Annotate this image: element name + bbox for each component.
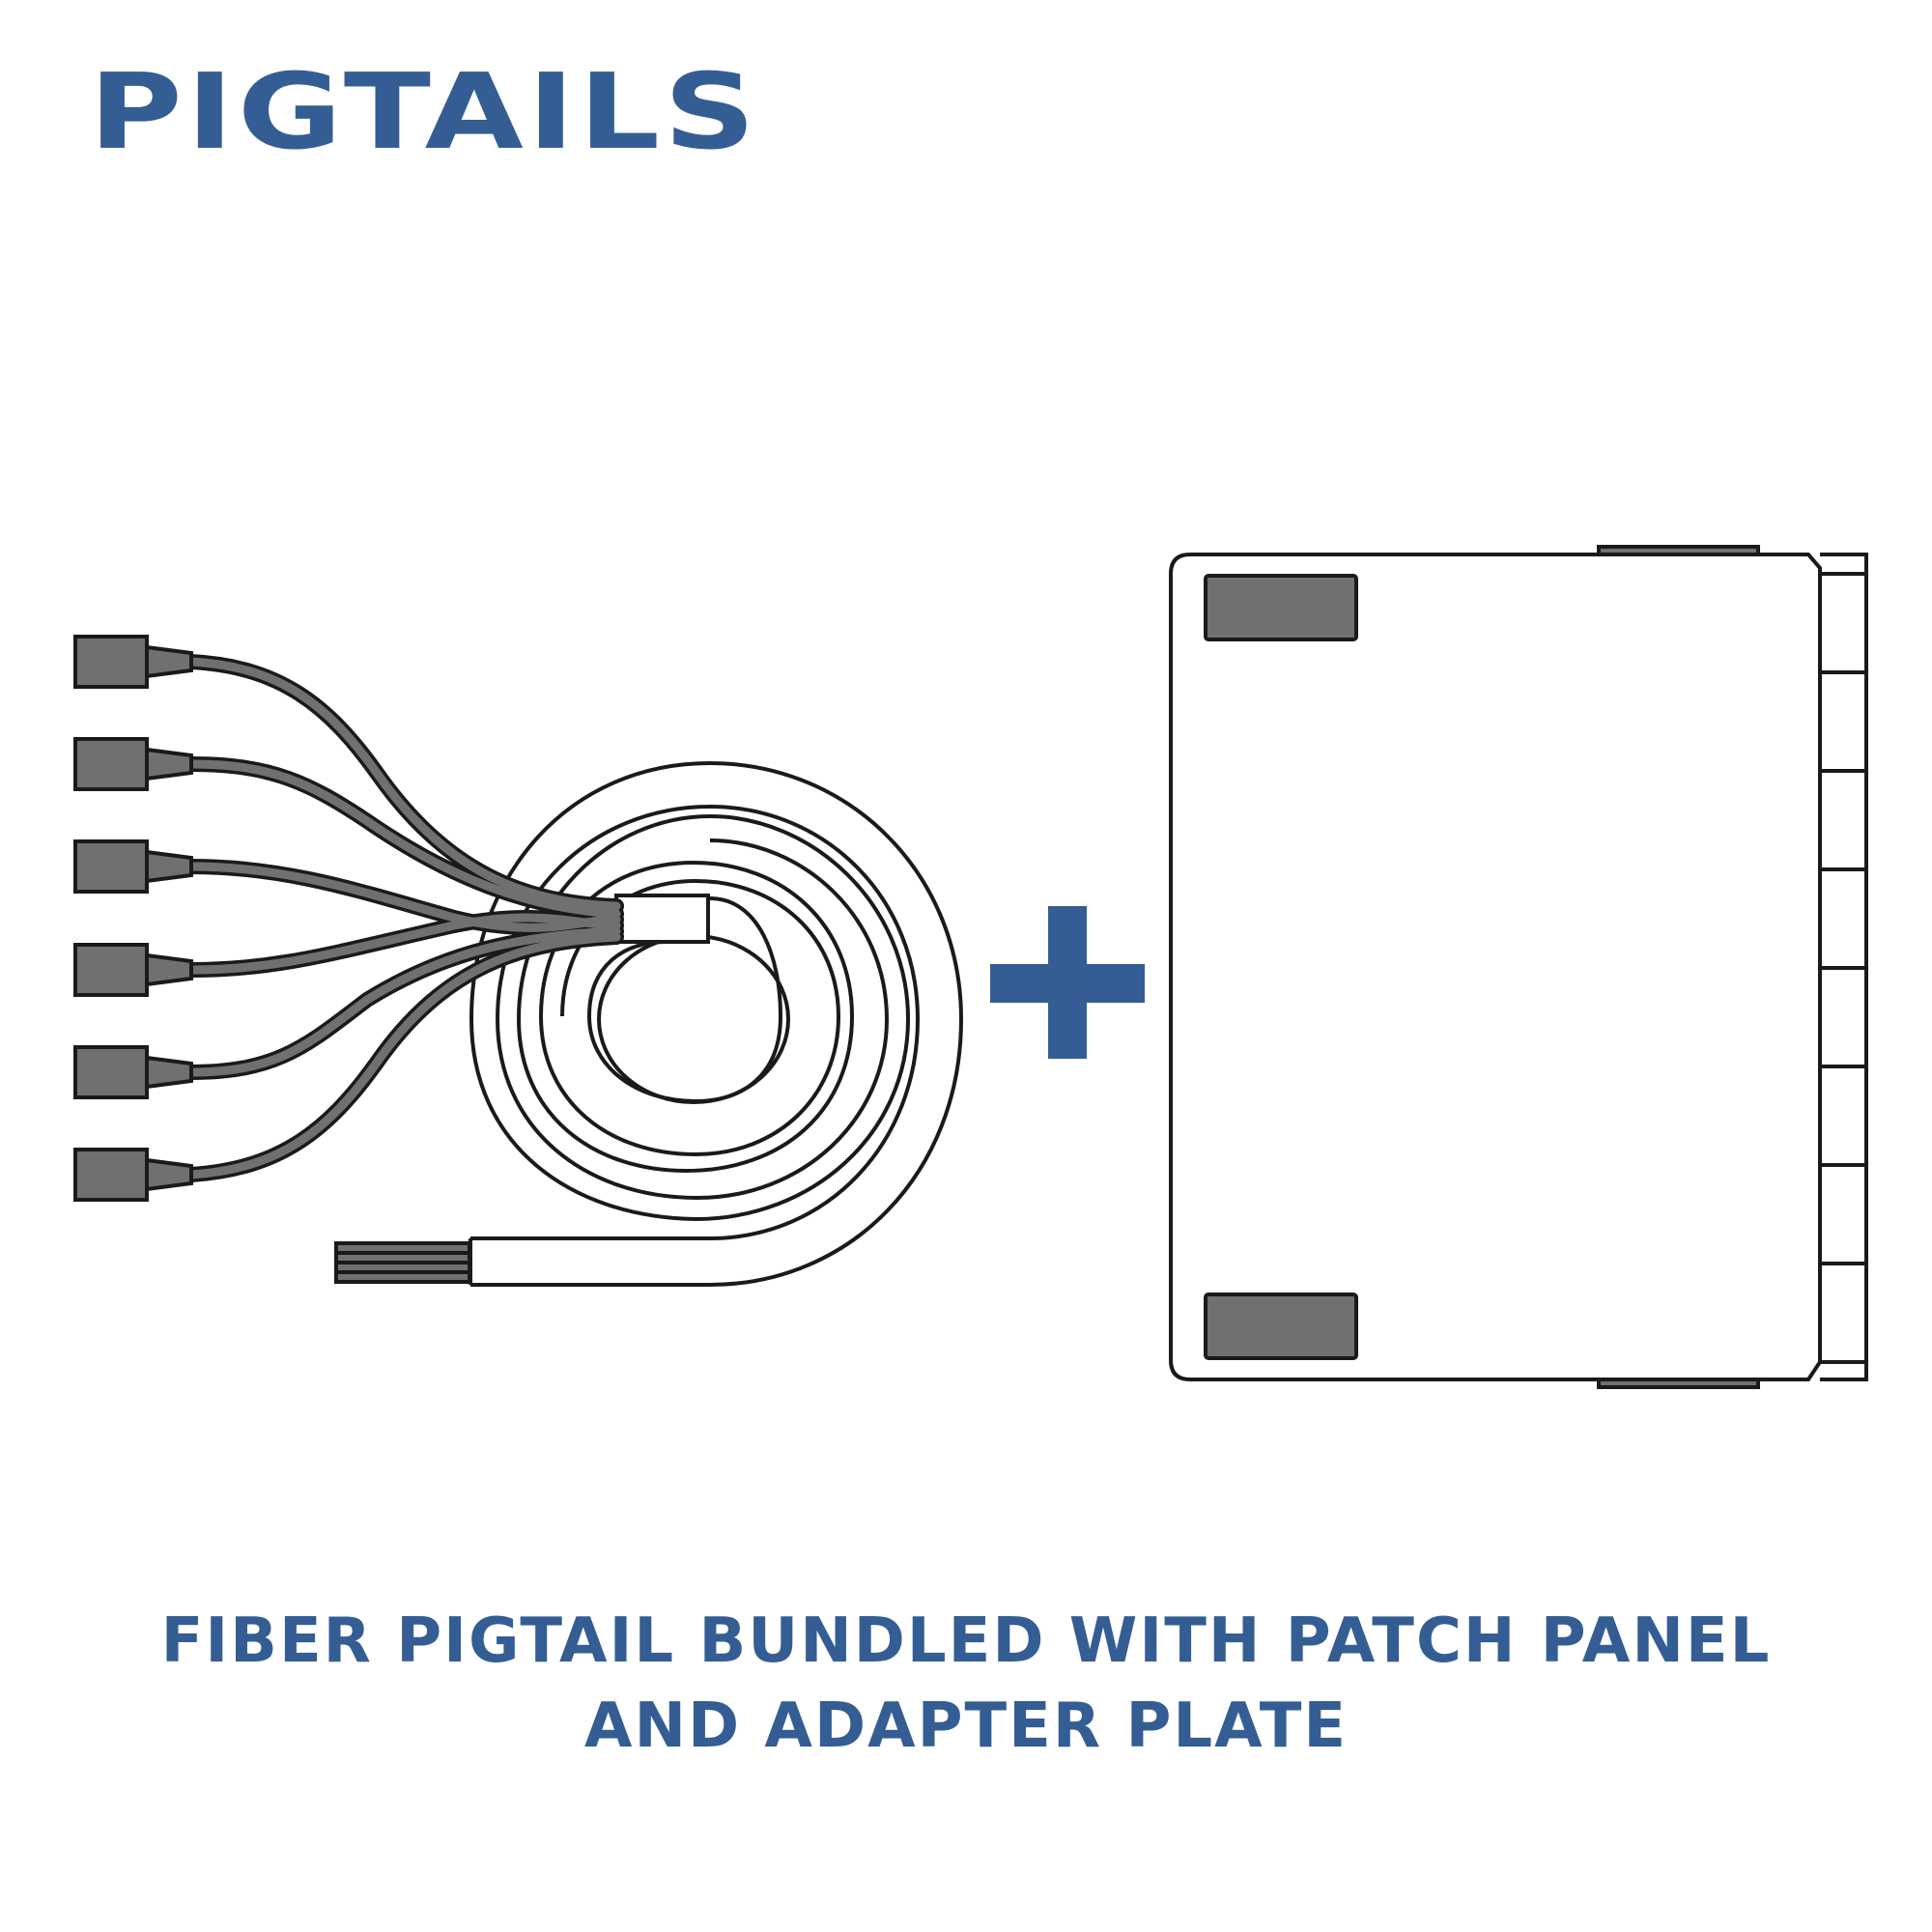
caption-line-2: AND ADAPTER PLATE [583, 1690, 1349, 1762]
breakout-boot [614, 894, 710, 944]
caption-line-1: FIBER PIGTAIL BUNDLED WITH PATCH PANEL [160, 1605, 1772, 1677]
patch-panel-adapter-plate-icon [1169, 545, 1868, 1389]
fiber-branches [184, 654, 624, 1182]
connector-2 [73, 737, 193, 791]
adapter-port-3 [1818, 966, 1868, 1068]
page-title: PIGTAILS [89, 50, 760, 174]
fiber-pigtail-coil-icon [334, 760, 964, 1287]
mounting-pad-top [1204, 574, 1358, 641]
connector-5 [73, 1045, 193, 1099]
adapter-port-2 [1818, 769, 1868, 871]
jacket-outer-loop [469, 760, 964, 1287]
connector-4 [73, 943, 193, 997]
caption: FIBER PIGTAIL BUNDLED WITH PATCH PANEL A… [0, 1599, 1932, 1769]
coil-center-hole [597, 934, 790, 1104]
panel-body [1169, 553, 1822, 1381]
connector-1 [73, 635, 193, 689]
mounting-pad-bottom [1204, 1293, 1358, 1360]
connector-6 [73, 1148, 193, 1202]
cable-jacket-end [470, 1238, 586, 1285]
adapter-port-1 [1818, 572, 1868, 674]
connector-3 [73, 839, 193, 894]
fiber-connectors [73, 635, 193, 1202]
cable-end-fibers [334, 1241, 471, 1284]
jacket-inner-line [470, 804, 921, 1240]
plus-icon [990, 906, 1145, 1059]
adapter-port-4 [1818, 1163, 1868, 1265]
